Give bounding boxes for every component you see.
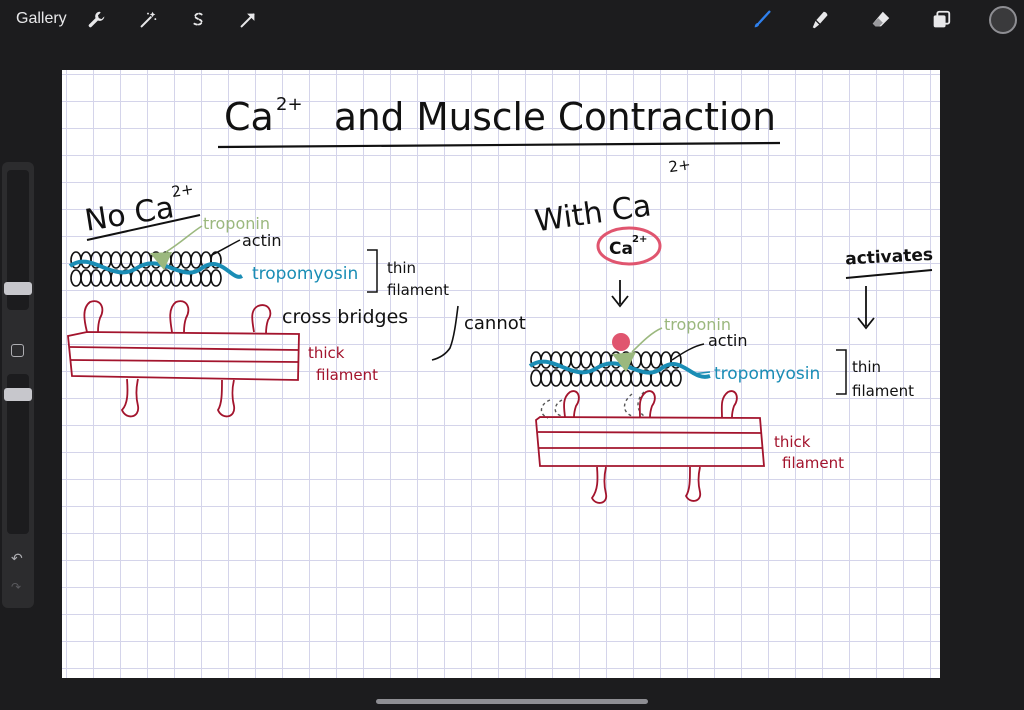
left-label-troponin: troponin [203,214,270,233]
smudge-icon[interactable] [809,8,833,32]
title-underline [217,141,781,149]
dashed-cross-bridges [540,391,645,419]
right-label-troponin: troponin [664,315,731,334]
title-sup: 2+ [276,94,303,115]
right-label-actin: actin [708,331,747,350]
opacity-slider[interactable] [7,374,29,534]
activates-arrow-head [857,317,875,330]
right-label-thin: thin [852,358,881,376]
right-heading-sup: 2+ [667,155,691,176]
right-troponin-shape [612,352,636,372]
left-label-actin: actin [242,231,281,250]
left-label-thick2: filament [316,366,378,384]
left-heading-underline [86,214,201,241]
right-label-thick2: filament [782,454,844,472]
right-troponin-line [631,327,663,353]
ca-circle-sup: 2+ [632,234,647,245]
left-troponin-line [165,225,203,253]
color-picker-icon[interactable] [989,6,1017,34]
home-indicator[interactable] [376,699,648,704]
cannot-bracket [431,305,459,361]
right-actin-line [671,343,705,361]
right-label-thick: thick [774,433,811,451]
undo-icon[interactable]: ↶ [11,550,23,566]
label-cannot: cannot [464,313,526,334]
drawing-canvas[interactable]: Ca 2+ and Muscle Contraction No Ca 2+ tr… [62,70,940,678]
left-heading-group: No Ca 2+ [82,180,195,239]
layers-icon[interactable] [929,8,953,32]
ca-arrow-head [611,295,629,308]
right-tropomyosin-line [691,371,711,375]
brush-icon[interactable] [750,8,774,32]
modify-button[interactable] [11,344,24,357]
wrench-icon[interactable] [85,8,109,32]
left-heading-sup: 2+ [170,180,195,201]
right-label-thin2: filament [852,382,914,400]
drawing-layer: Ca 2+ and Muscle Contraction No Ca 2+ tr… [67,94,934,504]
left-sidebar: ↶ ↷ [2,162,34,608]
right-heading-group: With Ca 2+ [533,155,692,239]
right-thin-bracket [836,349,847,395]
left-tropomyosin-strand [68,259,244,279]
left-thin-bracket [367,249,378,293]
activates-group: activates [845,245,934,270]
left-actin-chain [70,251,222,287]
left-thick-filament [67,300,300,418]
right-thick-filament [535,390,765,504]
left-label-cross-bridges: cross bridges [282,306,408,328]
top-toolbar: Gallery [0,0,1024,40]
magic-wand-icon[interactable] [136,8,160,32]
left-label-thin: thin [387,259,416,277]
title-main: Ca [224,95,274,139]
ca-circle [596,226,662,266]
title-text: and Muscle Contraction [334,95,776,139]
left-label-thick: thick [308,344,345,362]
left-troponin-shape [150,252,172,270]
activates-underline [845,269,933,279]
bound-calcium-dot [612,333,630,351]
redo-icon[interactable]: ↷ [11,580,22,594]
left-label-tropomyosin: tropomyosin [252,264,358,284]
selection-s-icon[interactable] [186,8,210,32]
transform-arrow-icon[interactable] [236,8,260,32]
brush-size-slider[interactable] [7,170,29,310]
left-actin-line [209,239,241,257]
right-actin-chain [530,351,682,387]
ca-circle-text: Ca [609,239,633,259]
gallery-button[interactable]: Gallery [16,10,67,27]
opacity-thumb[interactable] [4,388,32,401]
label-activates: activates [845,245,934,270]
left-label-thin2: filament [387,281,449,299]
brush-size-thumb[interactable] [4,282,32,295]
right-label-tropomyosin: tropomyosin [714,364,820,384]
right-heading: With Ca [533,188,654,239]
eraser-icon[interactable] [869,8,893,32]
